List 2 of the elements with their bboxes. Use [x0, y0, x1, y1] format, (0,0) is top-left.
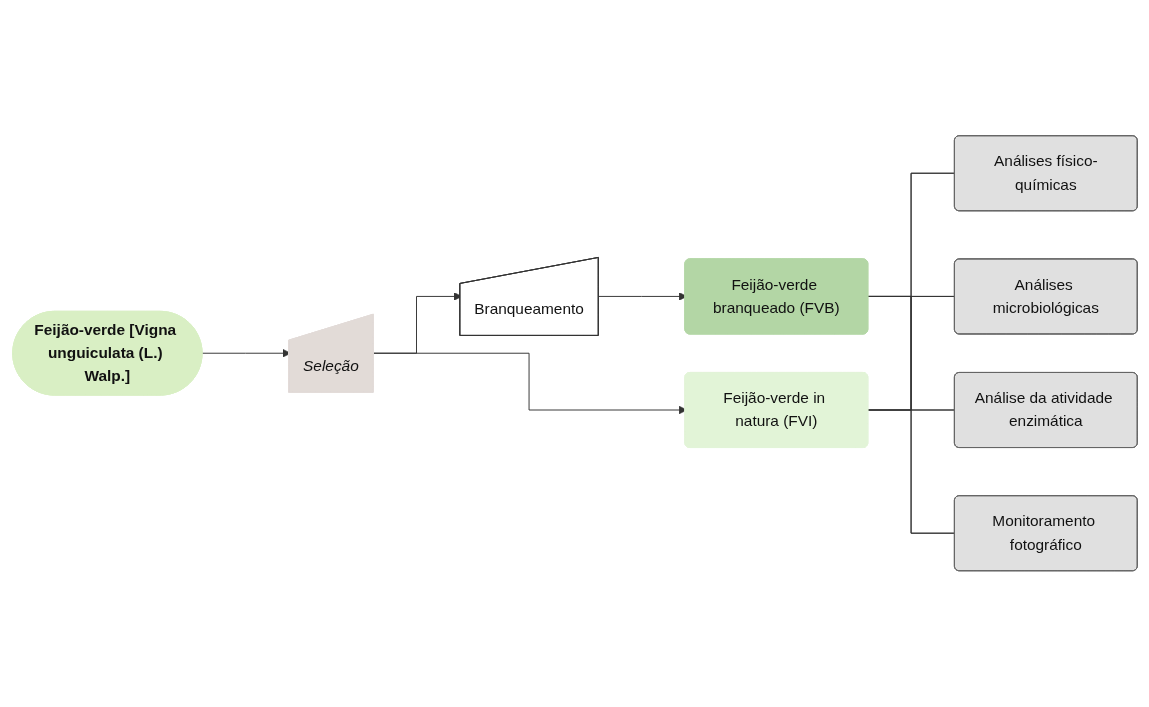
connector [866, 409, 955, 534]
connector [866, 296, 955, 534]
